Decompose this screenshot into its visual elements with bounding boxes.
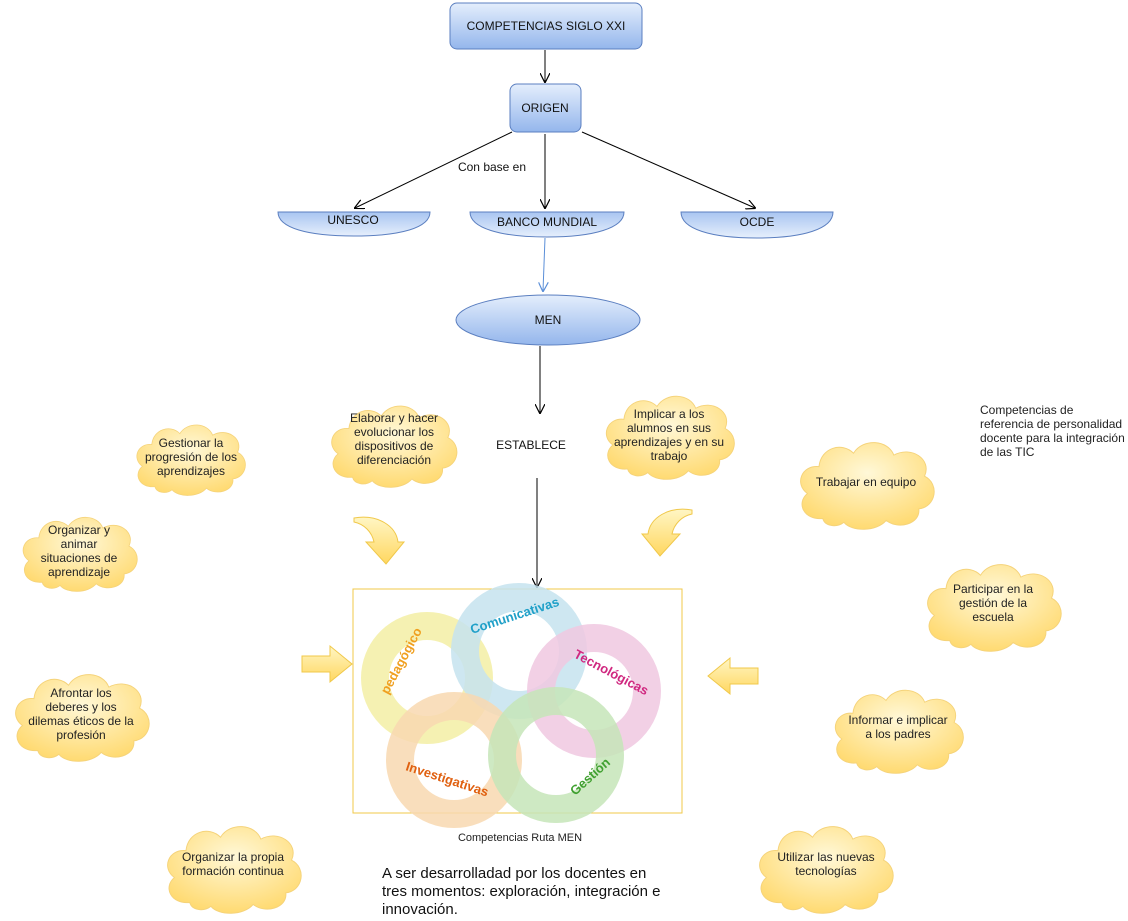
men-node-label: MEN bbox=[535, 313, 562, 327]
root-node: COMPETENCIAS SIGLO XXI bbox=[449, 2, 643, 50]
curved-arrow-left bbox=[353, 516, 406, 565]
ring-gestion bbox=[488, 687, 624, 823]
curved-arrow-right bbox=[640, 508, 693, 557]
unesco-node: UNESCO bbox=[277, 211, 431, 237]
banco-mundial-node: BANCO MUNDIAL bbox=[469, 211, 625, 238]
cloud-7-text: Informar e implicar a los padres bbox=[848, 713, 948, 741]
cloud-8-text: Organizar la propia formación continua bbox=[181, 850, 285, 878]
bottom-description: A ser desarrolladad por los docentes en … bbox=[382, 865, 661, 918]
ocde-node-label: OCDE bbox=[740, 215, 775, 229]
men-node: MEN bbox=[455, 294, 641, 346]
ocde-node: OCDE bbox=[680, 211, 834, 239]
cloud-9-text: Utilizar las nuevas tecnologías bbox=[777, 850, 875, 878]
con-base-en-label: Con base en bbox=[458, 160, 526, 174]
block-arrow-left bbox=[301, 644, 353, 684]
cloud-2-text: Implicar a los alumnos en sus aprendizaj… bbox=[613, 407, 725, 463]
rings-caption: Competencias Ruta MEN bbox=[457, 832, 583, 844]
arrow-origen-ocde bbox=[581, 131, 755, 208]
banco-mundial-node-label: BANCO MUNDIAL bbox=[497, 215, 597, 229]
root-node-label: COMPETENCIAS SIGLO XXI bbox=[467, 19, 626, 33]
arrow-banco-men bbox=[543, 237, 545, 291]
block-arrow-right bbox=[707, 656, 759, 696]
origen-node: ORIGEN bbox=[509, 83, 582, 133]
origen-node-label: ORIGEN bbox=[521, 101, 568, 115]
establece-label: ESTABLECE bbox=[496, 438, 566, 452]
cloud-5-text: Participar en la gestión de la escuela bbox=[952, 582, 1034, 624]
competencias-rings: pedagógico Comunicativas Tecnológicas In… bbox=[352, 583, 683, 828]
unesco-node-label: UNESCO bbox=[327, 213, 378, 227]
cloud-1-text: Elaborar y hacer evolucionar los disposi… bbox=[349, 411, 439, 467]
arrow-origen-unesco bbox=[355, 131, 513, 208]
cloud-0-text: Gestionar la progresión de los aprendiza… bbox=[144, 436, 238, 478]
tic-note: Competencias de referencia de personalid… bbox=[980, 403, 1125, 459]
cloud-4-text: Organizar y animar situaciones de aprend… bbox=[40, 523, 118, 579]
cloud-3-text: Trabajar en equipo bbox=[815, 475, 917, 489]
cloud-6-text: Afrontar los deberes y los dilemas ético… bbox=[28, 686, 134, 742]
connectors bbox=[355, 50, 755, 587]
